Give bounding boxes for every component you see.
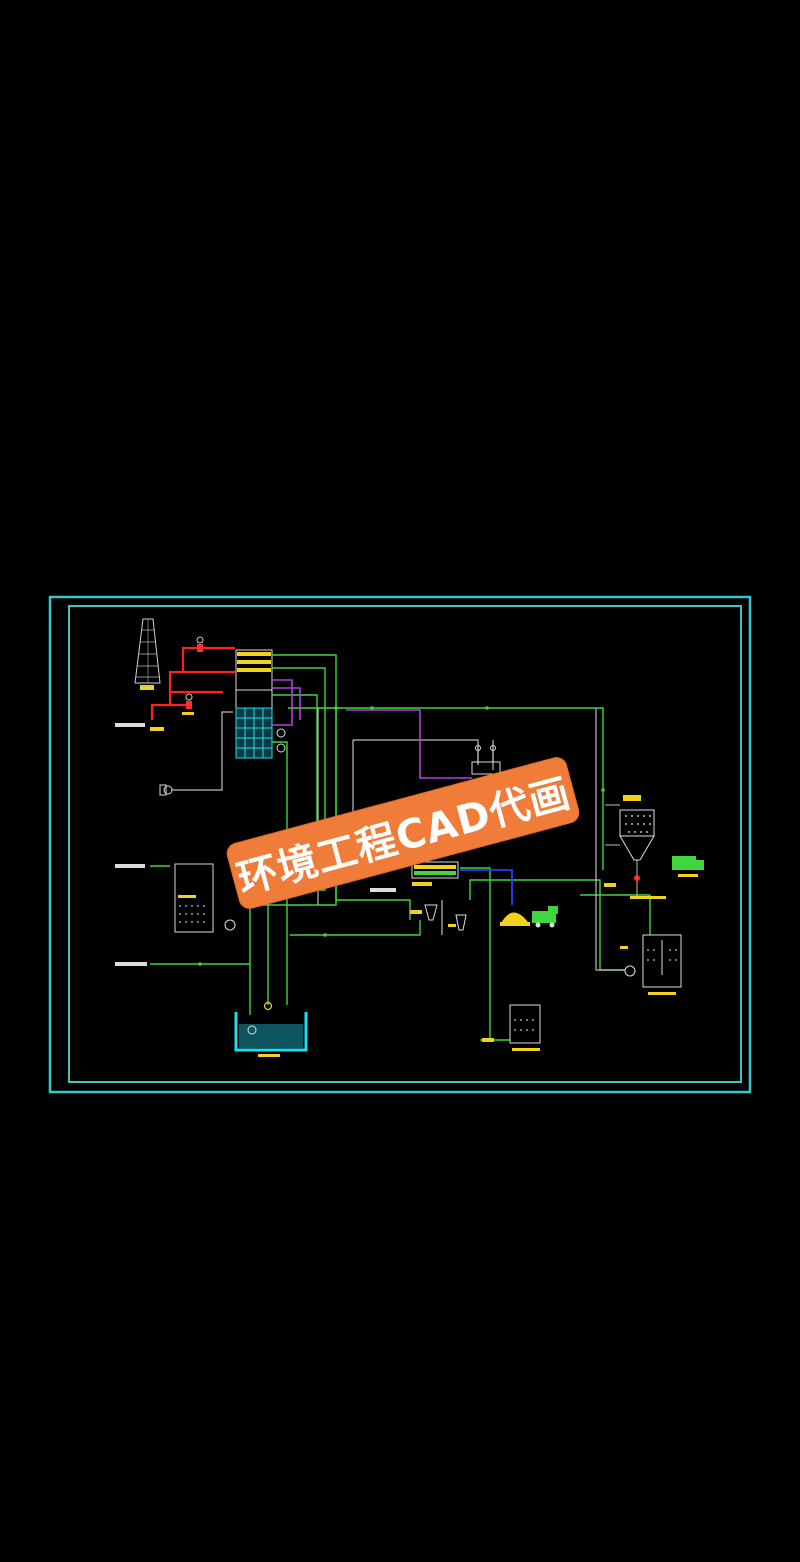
flue-gas-pipes (150, 646, 235, 720)
silo-icon (605, 795, 666, 899)
inner-frame (68, 605, 742, 1083)
absorption-tower-icon (235, 649, 273, 759)
truck-icon (672, 856, 704, 877)
tank-icon (642, 934, 682, 995)
valve-icon (198, 706, 628, 966)
tank-icon (482, 1004, 541, 1051)
dosing-device-icon (471, 745, 501, 775)
sludge-pile-icon (500, 912, 530, 926)
filter-press-icon (411, 861, 459, 886)
sludge-discharge-pipe (460, 869, 513, 905)
chimney-icon (134, 618, 161, 690)
flue-gas-fittings (115, 636, 204, 731)
tank-icon (115, 784, 214, 966)
cyclone-icon (410, 904, 467, 931)
outer-frame (48, 595, 752, 1094)
sump-pit-icon (234, 1001, 308, 1057)
truck-icon (532, 906, 558, 928)
chemical-pipes (272, 679, 472, 779)
